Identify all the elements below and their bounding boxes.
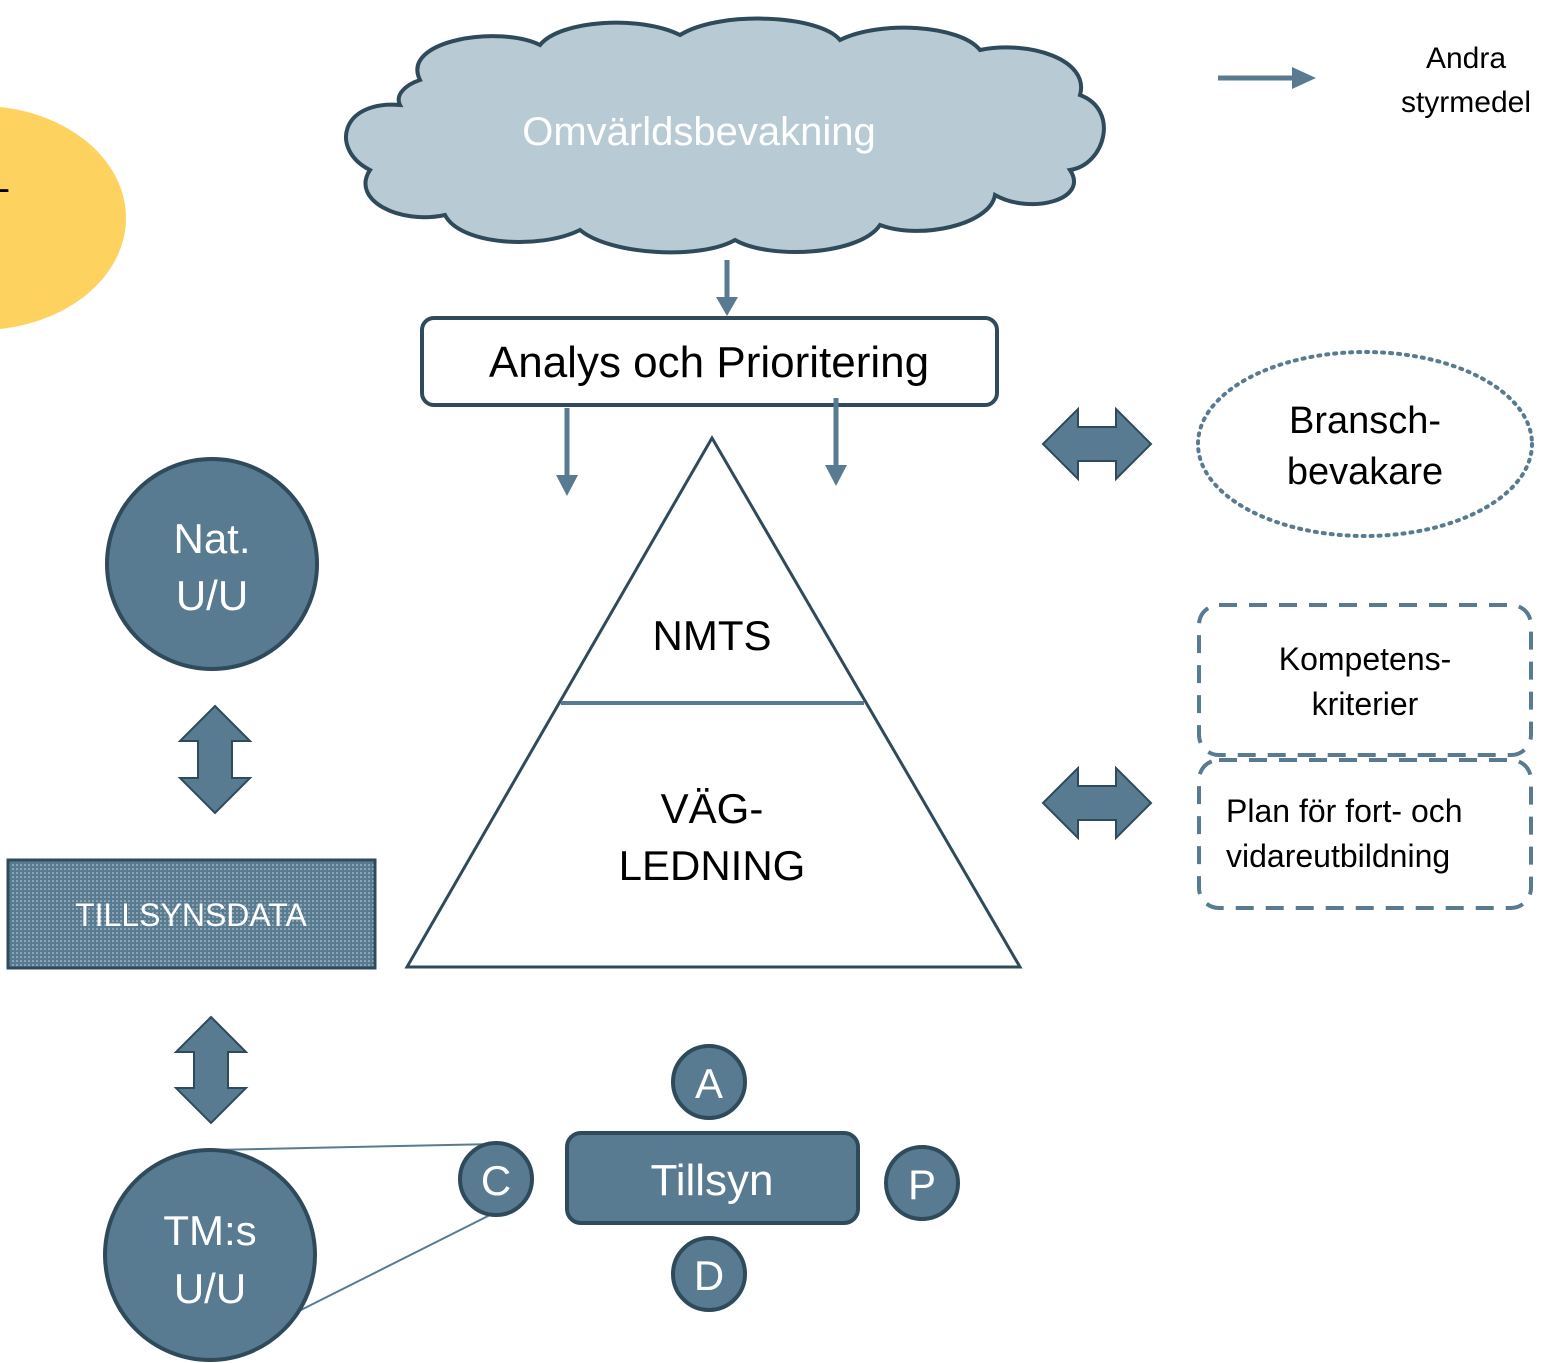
node-p: P xyxy=(884,1145,960,1221)
pyramid-bottom-label-line1: VÄG- xyxy=(661,785,764,832)
cloud-omvarldsbevakning: Omvärldsbevakning xyxy=(344,16,1106,255)
nat-label-line1: Nat. xyxy=(173,515,250,562)
bransch-label-line2: bevakare xyxy=(1287,451,1443,493)
node-d-label: D xyxy=(694,1252,724,1299)
arrow-analysis-right xyxy=(825,398,847,486)
legend-label-line2: styrmedel xyxy=(1401,86,1531,119)
nat-uu-circle: Nat. U/U xyxy=(105,457,319,671)
double-arrow-vertical-icon xyxy=(173,1015,249,1125)
pyramid-bottom-label-line2: LEDNING xyxy=(619,842,806,889)
connector-lines xyxy=(211,1143,497,1319)
legend-arrow-icon xyxy=(1218,67,1316,89)
double-arrow-horizontal-icon xyxy=(1041,765,1153,841)
tms-label-line1: TM:s xyxy=(163,1207,256,1254)
nat-label-line2: U/U xyxy=(176,572,248,619)
arrow-analysis-left xyxy=(556,408,578,496)
analysis-label: Analys och Prioritering xyxy=(489,338,929,387)
double-arrow-vertical-icon xyxy=(177,704,253,815)
tillsyn-label: Tillsyn xyxy=(650,1156,773,1205)
tillsyn-box: Tillsyn xyxy=(565,1131,860,1225)
arrow-cloud-to-analysis xyxy=(716,260,738,316)
bransch-bevakare-ellipse: Bransch- bevakare xyxy=(1196,350,1534,538)
legend: Andra styrmedel xyxy=(1218,42,1531,119)
node-a-label: A xyxy=(695,1060,723,1107)
tms-uu-circle: TM:s U/U xyxy=(103,1148,317,1362)
yellow-shape-text: - xyxy=(0,167,10,208)
node-d: D xyxy=(671,1236,747,1312)
yellow-shape: - xyxy=(0,107,126,329)
node-a: A xyxy=(671,1044,747,1120)
node-c-label: C xyxy=(481,1157,511,1204)
kompetens-label-line1: Kompetens- xyxy=(1279,641,1452,677)
plan-label-line1: Plan för fort- och xyxy=(1226,793,1463,829)
kompetens-kriterier-box: Kompetens- kriterier xyxy=(1197,603,1533,757)
plan-label-line2: vidareutbildning xyxy=(1226,838,1450,874)
node-p-label: P xyxy=(908,1161,936,1208)
analysis-box: Analys och Prioritering xyxy=(420,316,999,407)
plan-utbildning-box: Plan för fort- och vidareutbildning xyxy=(1197,758,1533,910)
node-c: C xyxy=(458,1141,534,1217)
double-arrow-horizontal-icon xyxy=(1041,406,1153,482)
tillsynsdata-box: TILLSYNSDATA xyxy=(6,858,377,970)
bransch-label-line1: Bransch- xyxy=(1289,400,1441,442)
pyramid: NMTS VÄG- LEDNING xyxy=(404,435,1023,969)
tillsynsdata-label: TILLSYNSDATA xyxy=(75,897,307,933)
pyramid-top-label: NMTS xyxy=(653,612,772,659)
tms-label-line2: U/U xyxy=(174,1265,246,1312)
kompetens-label-line2: kriterier xyxy=(1312,686,1419,722)
legend-label-line1: Andra xyxy=(1426,42,1506,75)
cloud-label: Omvärldsbevakning xyxy=(522,110,876,154)
